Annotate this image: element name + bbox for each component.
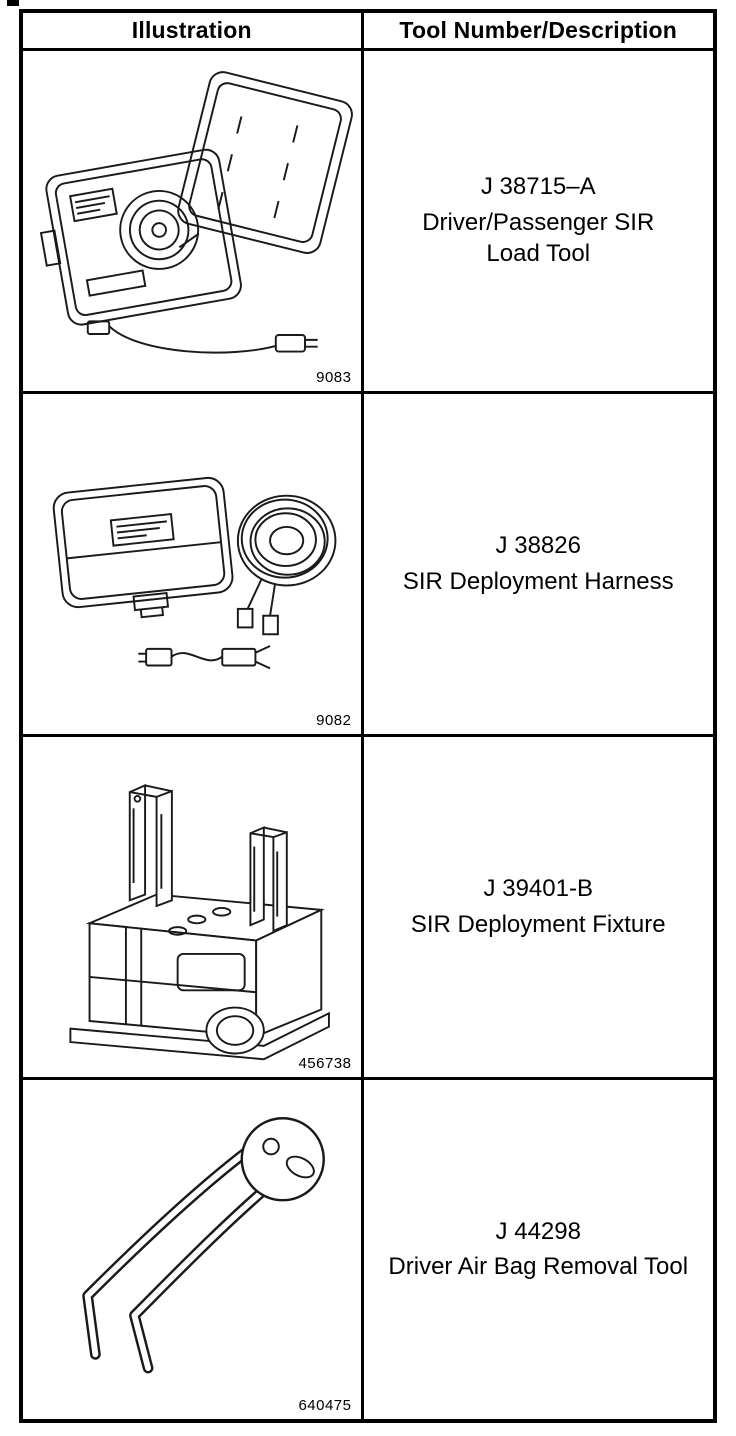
illustration-cell: 456738 — [19, 733, 364, 1080]
column-header-illustration: Illustration — [19, 9, 364, 51]
tool-description: SIR Deployment Harness — [372, 566, 706, 598]
special-tools-table: Illustration Tool Number/Description — [19, 9, 717, 1423]
table-row: 640475 J 44298 Driver Air Bag Removal To… — [19, 1076, 717, 1423]
description-cell: J 38715–A Driver/Passenger SIR Load Tool — [360, 47, 717, 394]
illustration-cell: 640475 — [19, 1076, 364, 1423]
column-header-tool-number-description: Tool Number/Description — [360, 9, 717, 51]
sir-load-tool-illustration — [39, 70, 353, 354]
header-row: Illustration Tool Number/Description — [19, 9, 717, 51]
illustration-cell: 9082 — [19, 390, 364, 737]
table-row: 9082 J 38826 SIR Deployment Harness — [19, 390, 717, 737]
figure-number: 456738 — [298, 1054, 352, 1072]
tool-description-line: Load Tool — [486, 240, 591, 268]
figure-number: 9083 — [316, 368, 352, 386]
tool-description-line: SIR Deployment Fixture — [410, 910, 666, 938]
tool-description-line: SIR Deployment Harness — [402, 567, 674, 595]
table-row: 9083 J 38715–A Driver/Passenger SIR Load… — [19, 47, 717, 394]
table-row: 456738 J 39401-B SIR Deployment Fixture — [19, 733, 717, 1080]
tool-description: SIR Deployment Fixture — [372, 909, 706, 941]
tool-number: J 38715–A — [480, 172, 596, 200]
figure-number: 640475 — [298, 1397, 352, 1414]
tool-description: Driver/Passenger SIR Load Tool — [372, 207, 706, 270]
figure-number: 9082 — [316, 711, 352, 729]
tool-number: J 39401-B — [483, 874, 593, 902]
tool-description-line: Driver/Passenger SIR — [422, 208, 655, 236]
illustration-cell: 9083 — [19, 47, 364, 394]
tool-number: J 44298 — [495, 1217, 581, 1245]
description-cell: J 38826 SIR Deployment Harness — [360, 390, 717, 737]
tool-number: J 38826 — [495, 531, 581, 559]
tool-description: Driver Air Bag Removal Tool — [372, 1251, 706, 1283]
sir-deployment-harness-illustration — [52, 476, 337, 669]
sir-deployment-fixture-illustration — [69, 783, 330, 1060]
description-cell: J 39401-B SIR Deployment Fixture — [360, 733, 717, 1080]
scan-artifact — [7, 0, 19, 6]
driver-air-bag-removal-tool-illustration — [81, 1117, 325, 1374]
tool-description-line: Driver Air Bag Removal Tool — [388, 1253, 689, 1281]
description-cell: J 44298 Driver Air Bag Removal Tool — [360, 1076, 717, 1423]
